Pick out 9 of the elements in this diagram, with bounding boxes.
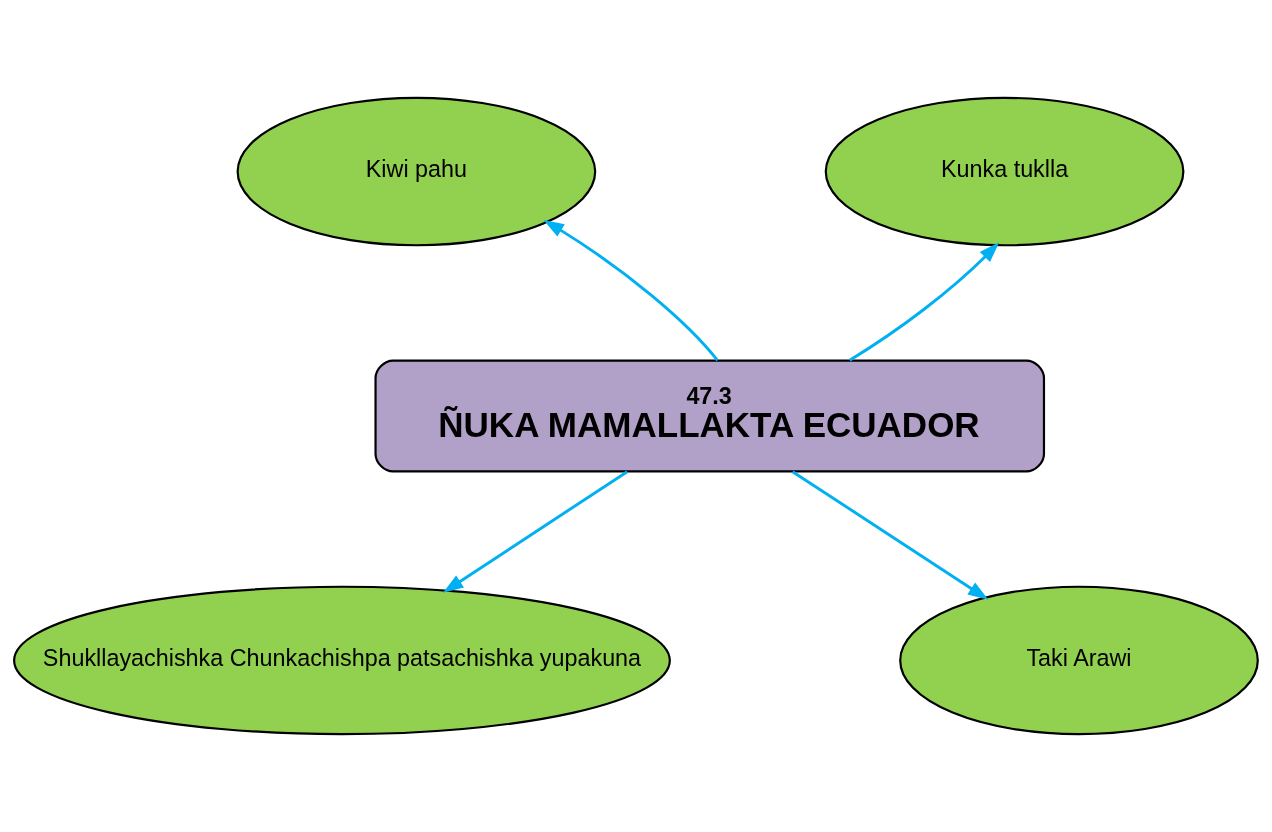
- node-ellipse: Taki Arawi: [899, 585, 1259, 736]
- arrow: [791, 470, 989, 600]
- node-ellipse: Kiwi pahu: [236, 96, 597, 247]
- node-ellipse: Kunka tuklla: [824, 96, 1185, 247]
- arrow: [543, 219, 719, 362]
- arrow: [442, 470, 628, 593]
- node-box: 47.3 ÑUKA MAMALLAKTA ECUADOR: [374, 359, 1046, 473]
- node-ellipse: Shukllayachishka Chunkachishpa patsachishka yupakuna: [13, 585, 671, 736]
- arrow: [848, 242, 1000, 362]
